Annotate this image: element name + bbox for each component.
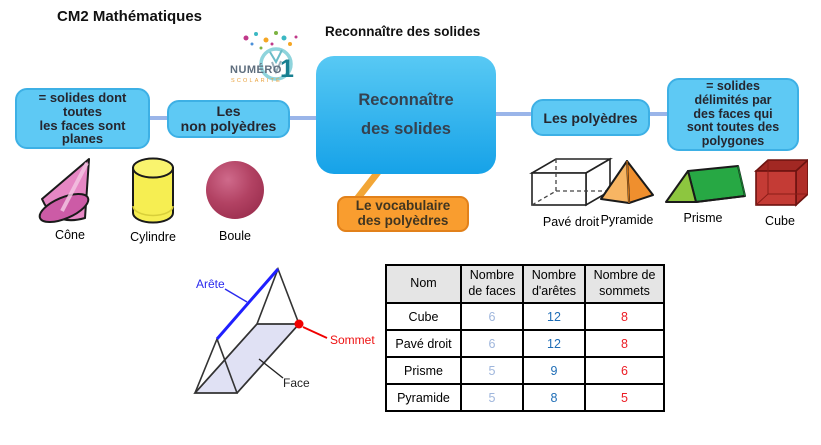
edge-callout-label: Arête — [196, 277, 225, 291]
cell-faces: 5 — [460, 356, 524, 385]
pyramid-label: Pyramide — [600, 213, 654, 227]
cell-name: Cube — [385, 302, 462, 331]
sphere-label: Boule — [219, 229, 251, 243]
col-header-vertices: Nombre de sommets — [584, 264, 665, 304]
cube-label: Cube — [765, 214, 795, 228]
definition-polyhedra-box: = solides délimités par des faces qui so… — [667, 78, 799, 151]
prism-label: Prisme — [683, 211, 723, 225]
cell-name: Pavé droit — [385, 329, 462, 358]
table-row: Cube 6 12 8 — [385, 302, 665, 331]
cell-vertices: 8 — [584, 302, 665, 331]
cell-faces: 6 — [460, 302, 524, 331]
course-title: CM2 Mathématiques — [57, 8, 203, 25]
branch-non-polyhedra-box: Les non polyèdres — [167, 100, 290, 138]
cell-name: Prisme — [385, 356, 462, 385]
vocab-box: Le vocabulaire des polyèdres — [337, 196, 469, 232]
cell-edges: 9 — [522, 356, 586, 385]
cube-icon — [753, 158, 808, 207]
cell-faces: 5 — [460, 383, 524, 412]
cell-edges: 8 — [522, 383, 586, 412]
cylinder-icon — [132, 157, 174, 224]
pyramid-icon — [600, 160, 654, 204]
connector-rightdef — [648, 112, 669, 116]
sphere-icon — [206, 161, 264, 219]
logo-tagline: SCOLARITÉ — [231, 77, 282, 84]
central-topic-box: Reconnaître des solides — [316, 56, 496, 174]
cell-edges: 12 — [522, 329, 586, 358]
cell-faces: 6 — [460, 329, 524, 358]
branch-polyhedra-box: Les polyèdres — [531, 99, 650, 136]
logo-brand-text: Numéro — [230, 63, 282, 76]
logo-number: 1 — [280, 55, 294, 83]
solids-table: Nom Nombre de faces Nombre d'arêtes Nomb… — [385, 264, 665, 412]
definition-non-polyhedra-box: = solides dont toutes les faces sont pla… — [15, 88, 150, 149]
cylinder-label: Cylindre — [130, 230, 176, 244]
page-title: Reconnaître des solides — [325, 24, 481, 39]
vertex-callout-label: Sommet — [330, 333, 375, 347]
face-callout-label: Face — [283, 376, 310, 390]
cell-vertices: 8 — [584, 329, 665, 358]
box-icon — [529, 157, 613, 207]
table-header-row: Nom Nombre de faces Nombre d'arêtes Nomb… — [385, 264, 665, 304]
numero1-logo: Numéro 1 SCOLARITÉ — [228, 28, 313, 90]
table-row: Pyramide 5 8 5 — [385, 383, 665, 412]
cell-vertices: 6 — [584, 356, 665, 385]
col-header-faces: Nombre de faces — [460, 264, 524, 304]
cell-vertices: 5 — [584, 383, 665, 412]
logo-graphic: Numéro 1 SCOLARITÉ — [230, 31, 298, 84]
prism-icon — [665, 165, 746, 203]
table-row: Pavé droit 6 12 8 — [385, 329, 665, 358]
table-row: Prisme 5 9 6 — [385, 356, 665, 385]
connector-right — [494, 112, 532, 116]
connector-vocab — [353, 168, 382, 203]
cone-icon — [38, 158, 90, 224]
connector-left — [288, 116, 318, 120]
connector-leftdef — [148, 116, 169, 120]
prism-vocab-diagram — [193, 266, 328, 394]
cell-edges: 12 — [522, 302, 586, 331]
cone-label: Cône — [55, 228, 85, 242]
col-header-edges: Nombre d'arêtes — [522, 264, 586, 304]
box-label: Pavé droit — [542, 215, 600, 229]
col-header-name: Nom — [385, 264, 462, 304]
cell-name: Pyramide — [385, 383, 462, 412]
